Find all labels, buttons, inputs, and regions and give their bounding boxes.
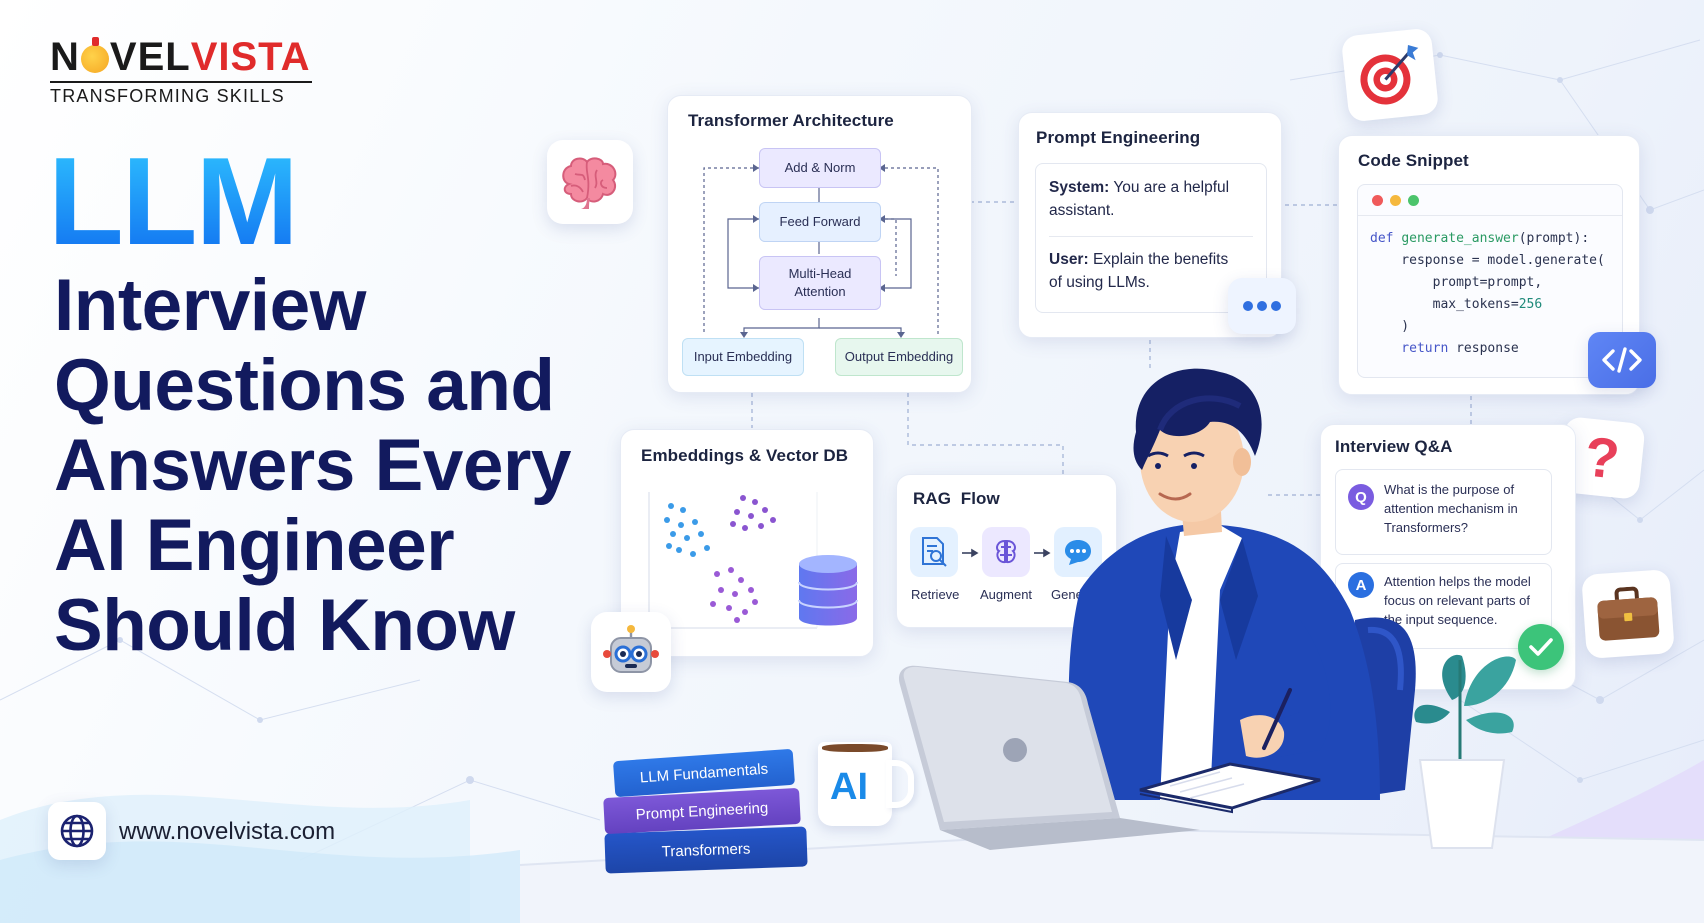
globe-icon[interactable]: [48, 802, 106, 860]
headline-line-3: Answers Every: [54, 425, 571, 506]
feed-forward-node: Feed Forward: [759, 202, 881, 242]
rag-step-augment: Augment: [980, 587, 1033, 602]
system-text: You are a helpful: [1113, 179, 1230, 196]
chat-bubble-icon: [1228, 278, 1296, 334]
target-icon: [1340, 27, 1440, 123]
code-line-5: ): [1370, 319, 1410, 334]
add-norm-node: Add & Norm: [759, 148, 881, 188]
code-line-4: max_tokens=256: [1370, 297, 1543, 312]
transformer-architecture-card[interactable]: Transformer Architecture Add & Norm Feed…: [667, 95, 972, 393]
node-line: Multi-Head: [788, 266, 852, 281]
code-line-2: response = model.generate(: [1370, 253, 1605, 268]
mug-coffee: [822, 744, 888, 752]
mug-handle: [886, 760, 914, 808]
system-label: System:: [1049, 179, 1110, 196]
card-title: Code Snippet: [1358, 151, 1469, 170]
rag-step-retrieve: Retrieve: [911, 587, 960, 602]
user-text: of using LLMs.: [1049, 274, 1150, 291]
node-line: Attention: [794, 284, 846, 299]
rag-arrows: [962, 548, 1051, 558]
card-title: Prompt Engineering: [1036, 128, 1201, 147]
answer-badge: A: [1348, 572, 1374, 598]
book-transformers: Transformers: [604, 826, 808, 874]
divider: [1049, 236, 1253, 237]
brain-chip-icon: [982, 527, 1030, 577]
card-title: RAG Flow: [913, 489, 1000, 508]
chat-icon: [1054, 527, 1102, 577]
brand-tagline: TRANSFORMING SKILLS: [50, 86, 285, 106]
code-line-3: prompt=prompt,: [1370, 275, 1543, 290]
user-message: User: Explain the benefits of using LLMs…: [1049, 248, 1228, 294]
briefcase-icon: [1581, 569, 1675, 659]
brand-vista: VISTA: [190, 35, 311, 79]
code-editor: def generate_answer(prompt): response = …: [1357, 184, 1623, 378]
card-title: Embeddings & Vector DB: [641, 446, 849, 465]
document-search-icon: [910, 527, 958, 577]
headline-line-1: Interview: [54, 265, 366, 346]
website-url[interactable]: www.novelvista.com: [119, 818, 336, 845]
mug-text: AI: [830, 766, 868, 808]
code-line-1: def generate_answer(prompt):: [1370, 231, 1590, 246]
editor-titlebar: [1358, 185, 1622, 216]
multi-head-attention-node: Multi-Head Attention: [759, 256, 881, 310]
user-label: User:: [1049, 251, 1089, 268]
ai-mug: AI: [818, 742, 914, 826]
headline-accent: LLM: [48, 133, 299, 271]
headline-line-5: Should Know: [54, 585, 515, 666]
brand-vel: VEL: [109, 35, 191, 79]
embeddings-vector-db-card[interactable]: Embeddings & Vector DB: [620, 429, 874, 657]
window-dot-green: [1408, 195, 1419, 206]
system-message: System: You are a helpful assistant.: [1049, 176, 1229, 222]
brand-name: N VEL VISTA: [50, 36, 312, 78]
card-title: Interview Q&A: [1335, 437, 1453, 456]
code-brackets-icon: [1588, 332, 1656, 388]
book-title: Transformers: [661, 839, 751, 861]
brand-logo[interactable]: N VEL VISTA TRANSFORMING SKILLS: [50, 36, 312, 107]
input-embedding-node: Input Embedding: [682, 338, 804, 376]
question-badge: Q: [1348, 484, 1374, 510]
check-circle-icon: [1518, 624, 1564, 670]
system-text: assistant.: [1049, 202, 1115, 219]
brand-n: N: [50, 35, 80, 79]
robot-icon: [591, 612, 671, 692]
person-illustration: [520, 368, 1704, 923]
database-icon: [797, 554, 859, 633]
output-embedding-node: Output Embedding: [835, 338, 963, 376]
user-text: Explain the benefits: [1092, 251, 1229, 268]
brand-o-icon: [80, 37, 109, 73]
headline-line-2: Questions and: [54, 345, 555, 426]
headline-line-4: AI Engineer: [54, 505, 455, 586]
window-dot-red: [1372, 195, 1383, 206]
code-line-6: return response: [1370, 341, 1519, 356]
prompt-engineering-card[interactable]: Prompt Engineering System: You are a hel…: [1018, 112, 1282, 338]
brain-icon: [547, 140, 633, 224]
window-dot-yellow: [1390, 195, 1401, 206]
embedding-scatter: [648, 492, 818, 629]
book-title: LLM Fundamentals: [639, 760, 769, 786]
brand-divider: [50, 81, 312, 83]
book-title: Prompt Engineering: [635, 799, 769, 823]
card-title: Transformer Architecture: [688, 111, 894, 130]
